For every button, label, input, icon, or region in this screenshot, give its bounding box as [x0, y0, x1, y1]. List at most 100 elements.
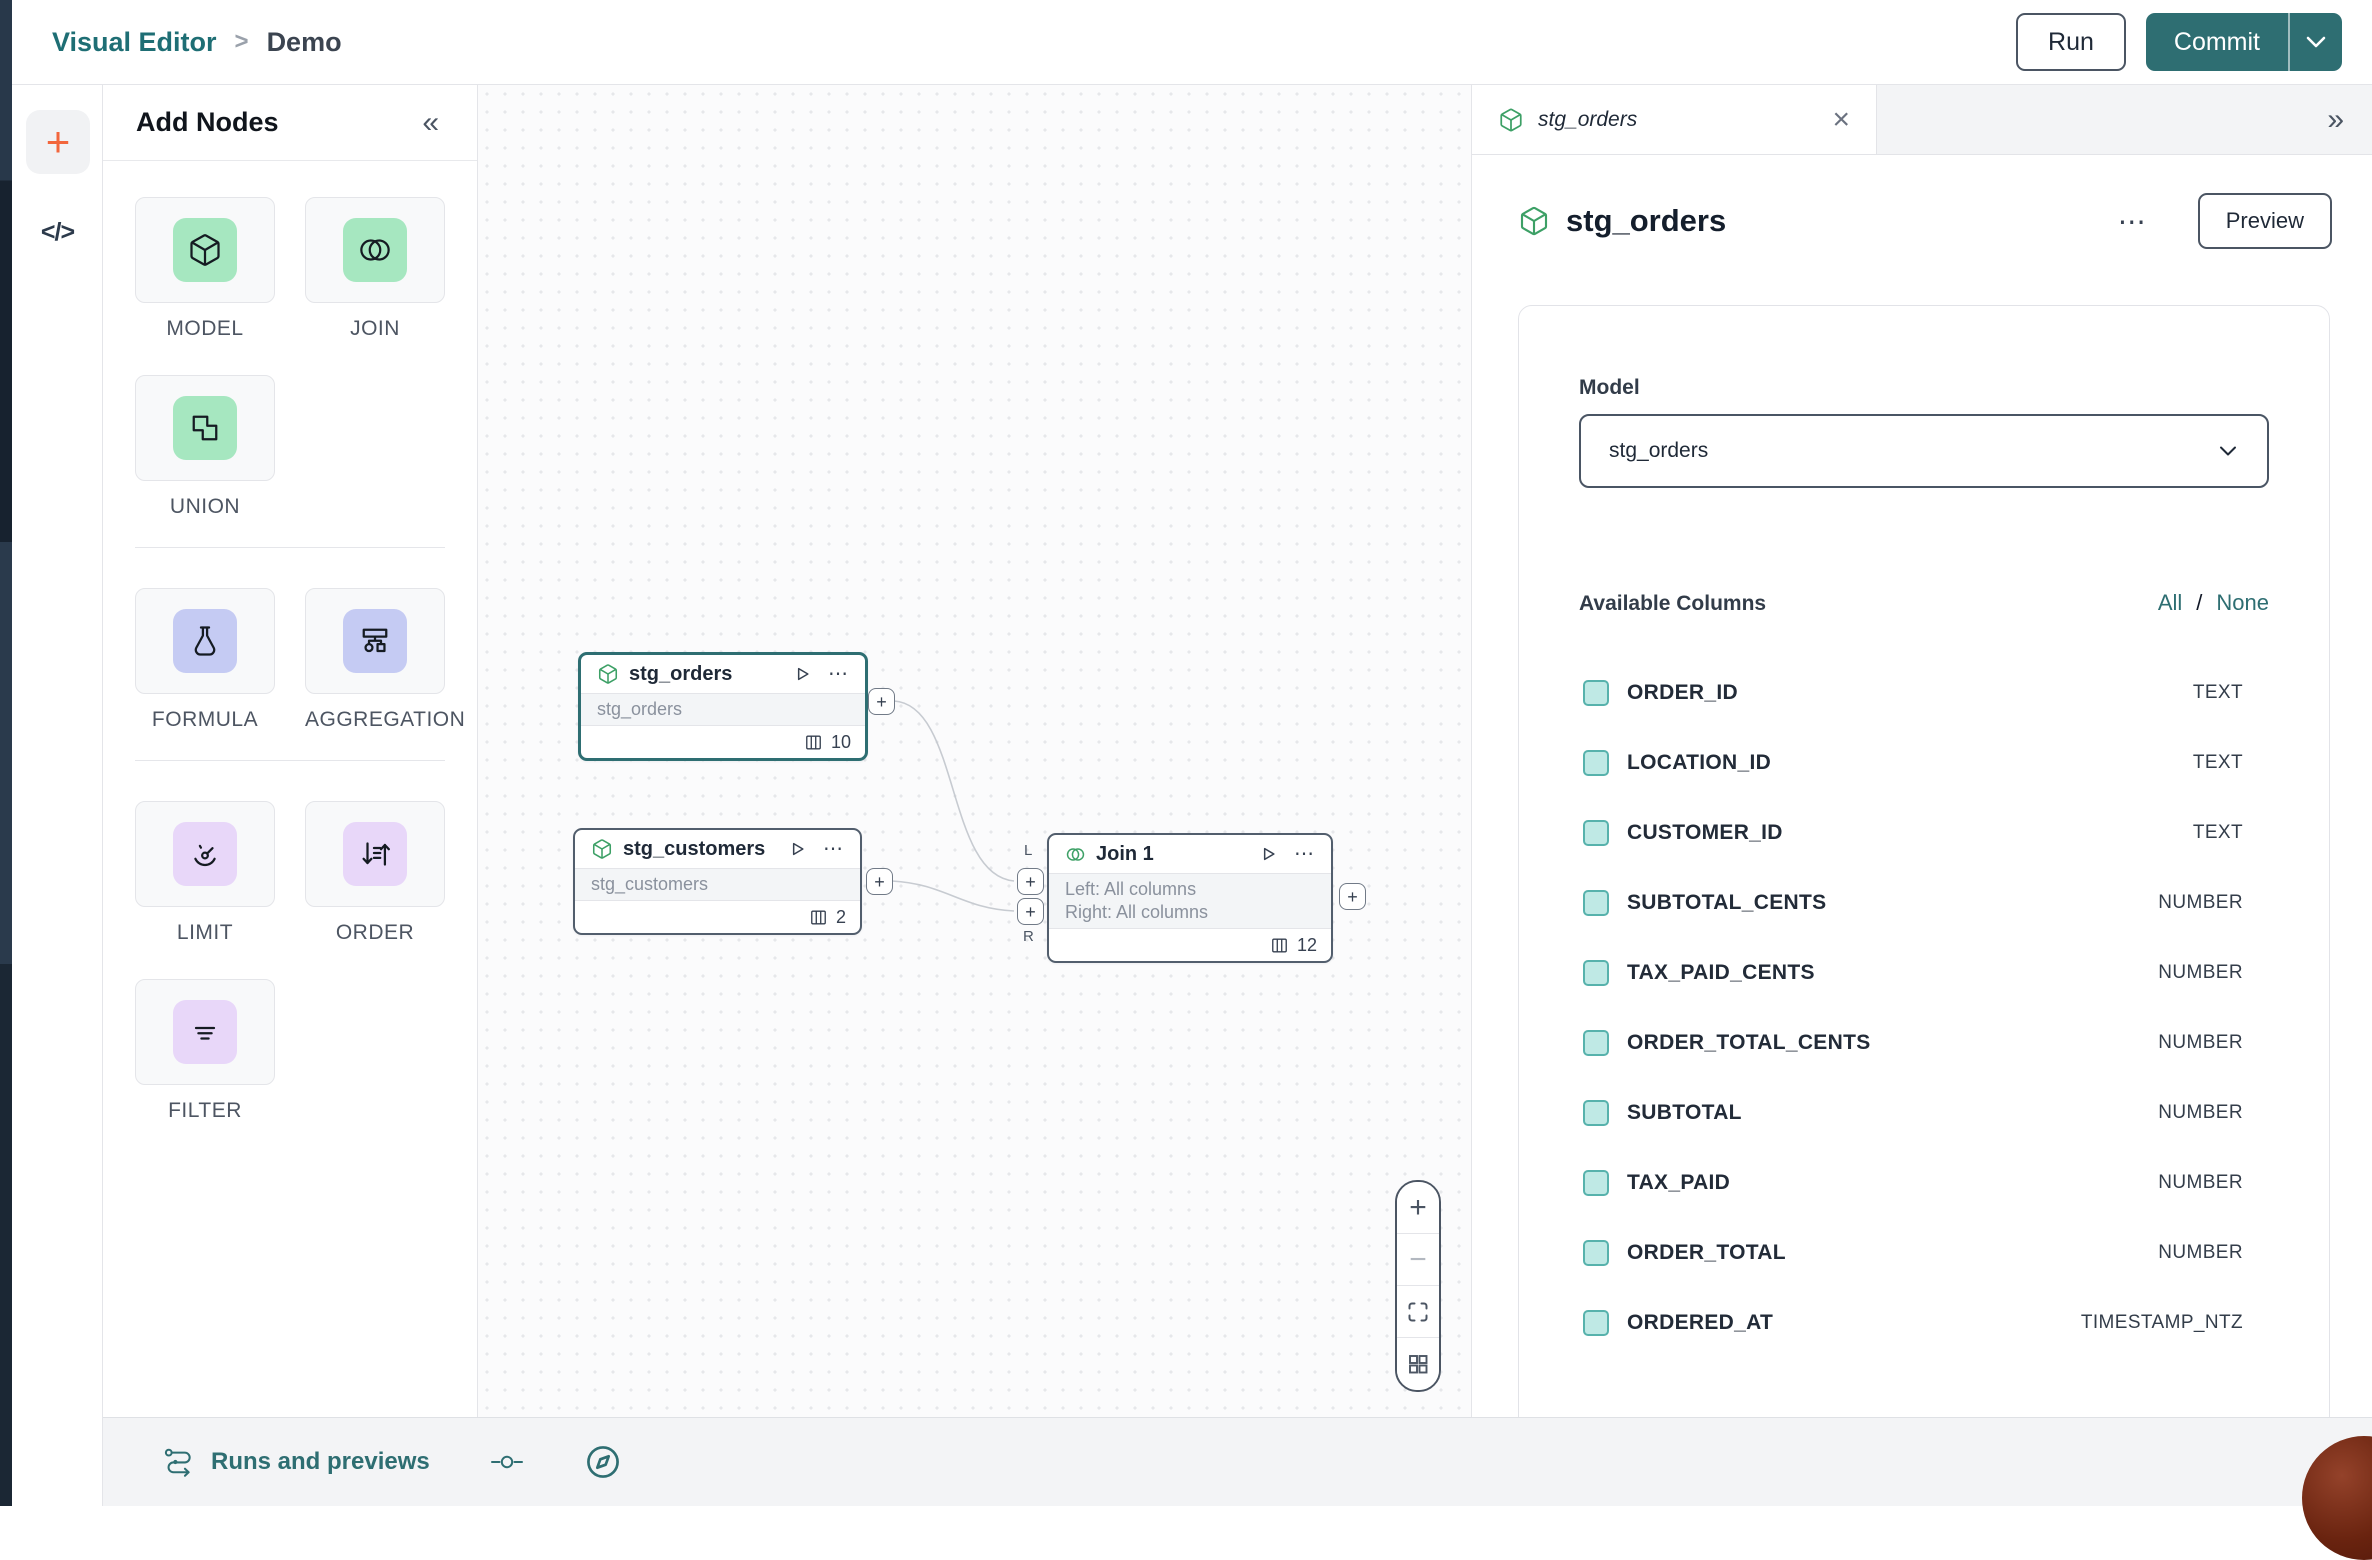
tile-filter-label: FILTER — [168, 1099, 242, 1122]
tile-limit[interactable]: LIMIT — [135, 801, 275, 945]
add-nodes-header: Add Nodes « — [103, 85, 477, 161]
canvas-node-join-1[interactable]: Join 1 ⋯ Left: All columns Right: All co… — [1047, 833, 1333, 963]
column-checkbox[interactable] — [1583, 1100, 1609, 1126]
column-name: TAX_PAID_CENTS — [1627, 961, 1815, 984]
play-node-icon[interactable] — [792, 664, 812, 684]
node-header: Join 1 ⋯ — [1049, 835, 1331, 873]
union-squares-icon — [173, 396, 237, 460]
run-button[interactable]: Run — [2016, 13, 2126, 71]
breadcrumb-visual-editor-link[interactable]: Visual Editor — [52, 26, 217, 57]
select-none-link[interactable]: None — [2216, 590, 2269, 615]
column-row: ORDERED_AT TIMESTAMP_NTZ — [1579, 1288, 2269, 1358]
commit-dropdown-button[interactable] — [2288, 13, 2342, 71]
column-checkbox[interactable] — [1583, 1310, 1609, 1336]
available-columns-label: Available Columns — [1579, 592, 1767, 615]
tile-union-card[interactable] — [135, 375, 275, 481]
inspector-panel: stg_orders × » stg_orders ⋯ Preview Mode… — [1471, 85, 2372, 1417]
canvas-node-stg-orders[interactable]: stg_orders ⋯ stg_orders 10 — [578, 652, 868, 761]
tile-order[interactable]: ORDER — [305, 801, 445, 945]
help-compass-button[interactable] — [584, 1443, 622, 1481]
tile-union[interactable]: UNION — [135, 375, 275, 519]
column-checkbox[interactable] — [1583, 960, 1609, 986]
column-type: TEXT — [2192, 752, 2243, 773]
column-checkbox[interactable] — [1583, 1170, 1609, 1196]
plus-icon: + — [1347, 886, 1358, 907]
join-right-input-button[interactable]: + — [1017, 898, 1044, 925]
column-type: NUMBER — [2158, 1242, 2243, 1263]
commit-button[interactable]: Commit — [2145, 13, 2288, 71]
join-left-port-label: L — [1024, 842, 1033, 859]
tile-model-card[interactable] — [135, 197, 275, 303]
tile-aggregation[interactable]: AGGREGATION — [305, 588, 465, 732]
play-node-icon[interactable] — [1258, 844, 1278, 864]
plus-icon: + — [45, 118, 71, 165]
tile-model[interactable]: MODEL — [135, 197, 275, 341]
commit-node-icon — [490, 1455, 523, 1469]
join-left-input-button[interactable]: + — [1017, 868, 1044, 895]
column-checkbox[interactable] — [1583, 890, 1609, 916]
commit-node-button[interactable] — [488, 1450, 526, 1474]
zoom-out-button[interactable]: − — [1397, 1234, 1439, 1286]
tile-filter-card[interactable] — [135, 979, 275, 1085]
inspector-title: stg_orders — [1566, 203, 1727, 238]
collapse-panel-icon[interactable]: « — [422, 105, 439, 139]
order-sort-icon — [343, 822, 407, 886]
dag-canvas[interactable]: stg_orders ⋯ stg_orders 10 + stg_custome… — [478, 85, 1471, 1417]
column-type: NUMBER — [2158, 962, 2243, 983]
column-name: ORDER_TOTAL_CENTS — [1627, 1031, 1871, 1054]
model-select[interactable]: stg_orders — [1579, 414, 2269, 488]
preview-button[interactable]: Preview — [2197, 193, 2332, 249]
select-all-link[interactable]: All — [2157, 590, 2183, 615]
node-config-card: Model stg_orders Available Columns All /… — [1518, 305, 2330, 1417]
code-icon: </> — [40, 217, 75, 246]
add-button[interactable]: + — [26, 110, 90, 174]
runs-and-previews-button[interactable]: Runs and previews — [163, 1447, 430, 1477]
tab-stg-orders[interactable]: stg_orders × — [1472, 85, 1877, 154]
add-downstream-node-button[interactable]: + — [868, 688, 895, 715]
column-name: CUSTOMER_ID — [1627, 821, 1783, 844]
code-view-button[interactable]: </> — [12, 210, 103, 254]
play-node-icon[interactable] — [787, 839, 807, 859]
node-menu-icon[interactable]: ⋯ — [828, 663, 849, 685]
column-type: NUMBER — [2158, 1032, 2243, 1053]
tile-filter[interactable]: FILTER — [135, 979, 275, 1123]
node-menu-icon[interactable]: ⋯ — [1294, 843, 1315, 865]
columns-icon — [809, 908, 828, 927]
add-downstream-node-button[interactable]: + — [1339, 883, 1366, 910]
column-checkbox[interactable] — [1583, 820, 1609, 846]
column-name: SUBTOTAL_CENTS — [1627, 891, 1827, 914]
canvas-node-stg-customers[interactable]: stg_customers ⋯ stg_customers 2 — [573, 828, 862, 935]
column-type: TEXT — [2192, 682, 2243, 703]
fit-view-button[interactable] — [1397, 1286, 1439, 1338]
column-row: LOCATION_ID TEXT — [1579, 728, 2269, 798]
inspector-menu-icon[interactable]: ⋯ — [2117, 205, 2148, 237]
tab-title: stg_orders — [1538, 107, 1638, 131]
tile-join[interactable]: JOIN — [305, 197, 445, 341]
tile-model-label: MODEL — [166, 317, 244, 340]
column-count: 2 — [835, 906, 846, 927]
column-name: ORDER_TOTAL — [1627, 1241, 1786, 1264]
close-tab-icon[interactable]: × — [1832, 102, 1850, 136]
column-checkbox[interactable] — [1583, 750, 1609, 776]
tile-formula-card[interactable] — [135, 588, 275, 694]
expand-panel-icon[interactable]: » — [2327, 102, 2344, 136]
tile-join-card[interactable] — [305, 197, 445, 303]
columns-icon — [804, 733, 823, 752]
column-checkbox[interactable] — [1583, 680, 1609, 706]
inspector-tab-bar: stg_orders × » — [1472, 85, 2372, 155]
auto-layout-button[interactable] — [1397, 1338, 1439, 1390]
column-checkbox[interactable] — [1583, 1240, 1609, 1266]
add-downstream-node-button[interactable]: + — [866, 868, 893, 895]
tile-limit-card[interactable] — [135, 801, 275, 907]
columns-icon — [1270, 936, 1289, 955]
tile-order-card[interactable] — [305, 801, 445, 907]
zoom-in-button[interactable]: + — [1397, 1182, 1439, 1234]
node-menu-icon[interactable]: ⋯ — [823, 838, 844, 860]
column-row: CUSTOMER_ID TEXT — [1579, 798, 2269, 868]
top-header: Visual Editor > Demo Run Commit — [12, 0, 2372, 85]
tile-aggregation-card[interactable] — [305, 588, 445, 694]
column-type: TIMESTAMP_NTZ — [2080, 1312, 2243, 1333]
tile-formula[interactable]: FORMULA — [135, 588, 275, 732]
breadcrumb: Visual Editor > Demo — [52, 27, 342, 58]
column-checkbox[interactable] — [1583, 1030, 1609, 1056]
